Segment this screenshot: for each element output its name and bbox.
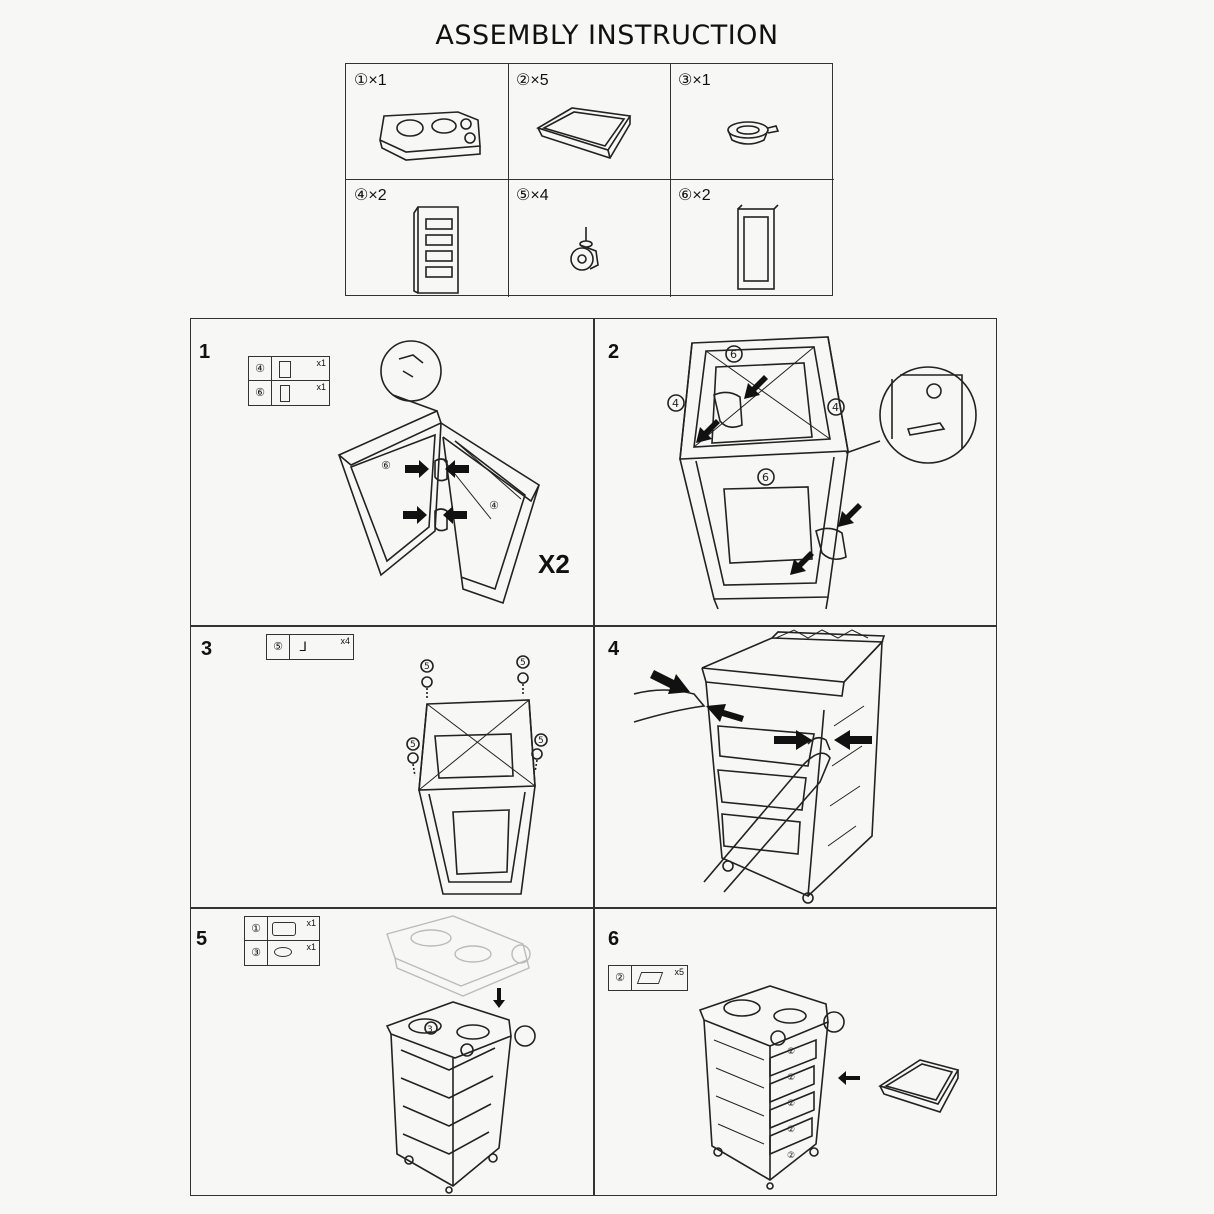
step-number: 1 <box>199 341 211 363</box>
caster-wheel-icon <box>570 227 599 271</box>
svg-text:5: 5 <box>520 658 526 668</box>
frame-panel-icon <box>280 385 290 402</box>
part-id: ① <box>245 917 268 940</box>
part-cell-2: ②×5 <box>508 64 671 180</box>
steps-grid: 1 ④ x1 ⑥ x1 ⑥ ④ <box>190 318 997 1196</box>
svg-text:5: 5 <box>424 662 430 672</box>
part-id: ③ <box>245 941 268 965</box>
step-5: 5 ① x1 ③ x1 <box>191 908 593 1195</box>
svg-text:5: 5 <box>410 740 416 750</box>
part-qty: x4 <box>340 636 350 646</box>
drawer-tray-icon <box>536 107 632 159</box>
part-cell-5: ⑤×4 <box>508 179 671 297</box>
part-id: ④ <box>249 357 272 380</box>
step-6-illustration: ② ② ② ② ② <box>698 985 960 1190</box>
step-parts-list: ④ x1 ⑥ x1 <box>248 356 330 406</box>
part-id: ⑥ <box>249 381 272 405</box>
step-2-illustration: 6 4 4 6 <box>667 336 977 610</box>
svg-text:②: ② <box>787 1047 795 1057</box>
part-cell-3: ③×1 <box>670 64 834 180</box>
part-label: ⑤×4 <box>516 187 549 204</box>
svg-text:②: ② <box>787 1099 795 1109</box>
svg-text:②: ② <box>787 1151 795 1161</box>
svg-text:4: 4 <box>832 401 839 414</box>
step-5-illustration: 3 <box>385 915 536 1194</box>
side-panel-icon <box>279 361 291 378</box>
step-3-illustration: 5 5 5 5 <box>406 655 548 895</box>
part-cell-6: ⑥×2 <box>670 179 834 297</box>
part-id: ⑤ <box>267 635 290 659</box>
frame-panel-icon <box>737 204 779 290</box>
step-3: 3 ⑤ ᒧ x4 5 5 5 5 <box>191 626 593 907</box>
part-qty: x5 <box>674 967 684 977</box>
part-cell-1: ①×1 <box>346 64 509 180</box>
svg-text:4: 4 <box>672 397 679 410</box>
part-qty: x1 <box>316 358 326 368</box>
bowl-holder-icon <box>727 121 780 145</box>
caster-wheel-icon: ᒧ <box>299 639 307 654</box>
part-label: ①×1 <box>354 72 387 89</box>
svg-text:6: 6 <box>730 348 737 361</box>
step-4-illustration <box>633 629 886 904</box>
part-cell-4: ④×2 <box>346 179 509 297</box>
repeat-marker: X2 <box>538 549 570 579</box>
step-number: 4 <box>608 638 620 660</box>
side-panel-icon <box>413 206 459 294</box>
bowl-holder-icon <box>274 947 292 957</box>
svg-text:5: 5 <box>538 736 544 746</box>
svg-text:⑥: ⑥ <box>381 459 391 472</box>
step-parts-list: ⑤ ᒧ x4 <box>266 634 354 660</box>
parts-table: ①×1 ②×5 ③×1 <box>345 63 834 297</box>
step-parts-list: ① x1 ③ x1 <box>244 916 320 966</box>
step-number: 2 <box>608 341 620 363</box>
step-1: 1 ④ x1 ⑥ x1 ⑥ ④ <box>191 319 593 625</box>
part-label: ⑥×2 <box>678 187 711 204</box>
step-parts-list: ② x5 <box>608 965 688 991</box>
step-number: 3 <box>201 638 213 660</box>
top-tray-icon <box>272 922 296 936</box>
step-4: 4 <box>594 626 996 907</box>
part-label: ②×5 <box>516 72 549 89</box>
step-2: 2 <box>594 319 996 625</box>
part-qty: x1 <box>306 918 316 928</box>
svg-text:3: 3 <box>427 1025 433 1035</box>
step-1-illustration: ⑥ ④ <box>337 340 541 605</box>
svg-text:6: 6 <box>762 471 769 484</box>
part-qty: x1 <box>306 942 316 952</box>
part-label: ④×2 <box>354 187 387 204</box>
svg-text:②: ② <box>787 1073 795 1083</box>
step-number: 5 <box>196 928 208 950</box>
step-6: 6 ② x5 <box>594 908 996 1195</box>
part-qty: x1 <box>316 382 326 392</box>
svg-text:②: ② <box>787 1125 795 1135</box>
part-id: ② <box>609 966 632 990</box>
page-title: ASSEMBLY INSTRUCTION <box>435 20 779 51</box>
top-tray-icon <box>379 111 481 161</box>
svg-text:④: ④ <box>489 499 499 512</box>
step-number: 6 <box>608 928 620 950</box>
part-label: ③×1 <box>678 72 711 89</box>
